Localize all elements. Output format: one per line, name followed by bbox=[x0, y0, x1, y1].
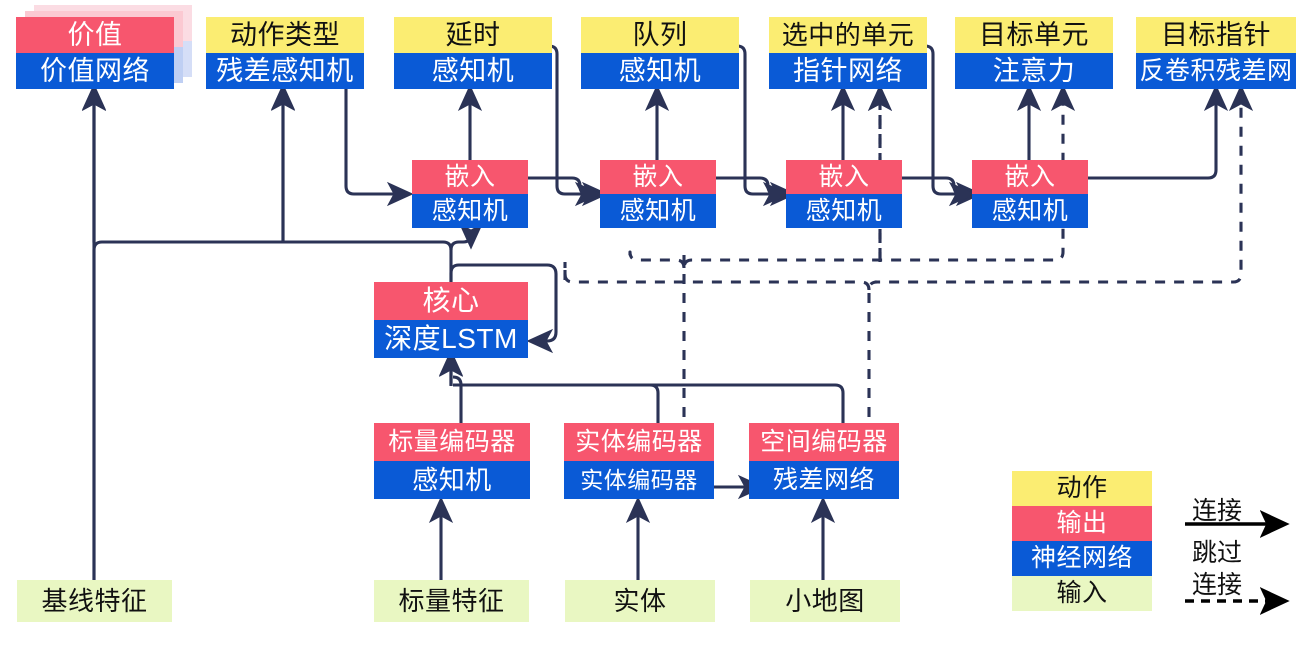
input-node-scalar-features[interactable]: 标量特征 bbox=[374, 580, 529, 622]
head-action-label: 动作类型 bbox=[206, 17, 364, 53]
head-action-label: 选中的单元 bbox=[769, 17, 927, 53]
embed-network-label: 感知机 bbox=[412, 194, 528, 228]
input-label: 小地图 bbox=[750, 580, 900, 622]
legend-swatch-action: 动作 bbox=[1012, 471, 1152, 506]
head-action-label: 目标单元 bbox=[955, 17, 1113, 53]
encoder-network-label: 实体编码器 bbox=[564, 461, 714, 499]
head-node-selected-units[interactable]: 选中的单元 指针网络 bbox=[769, 17, 927, 89]
embed-node-3[interactable]: 嵌入 感知机 bbox=[786, 160, 902, 228]
encoder-network-label: 残差网络 bbox=[749, 461, 899, 499]
encoder-node-scalar[interactable]: 标量编码器 感知机 bbox=[374, 423, 530, 499]
legend-label-skip-line2: 连接 bbox=[1192, 571, 1243, 599]
input-node-entities[interactable]: 实体 bbox=[565, 580, 715, 622]
head-node-delay[interactable]: 延时 感知机 bbox=[394, 17, 552, 89]
encoder-output-label: 标量编码器 bbox=[374, 423, 530, 461]
head-node-action-type[interactable]: 动作类型 残差感知机 bbox=[206, 17, 364, 89]
embed-node-1[interactable]: 嵌入 感知机 bbox=[412, 160, 528, 228]
embed-output-label: 嵌入 bbox=[600, 160, 716, 194]
input-node-minimap[interactable]: 小地图 bbox=[750, 580, 900, 622]
head-network-label: 感知机 bbox=[394, 53, 552, 89]
head-action-label: 价值 bbox=[16, 17, 174, 53]
head-action-label: 延时 bbox=[394, 17, 552, 53]
core-network-label: 深度LSTM bbox=[374, 320, 528, 358]
embed-output-label: 嵌入 bbox=[412, 160, 528, 194]
encoder-network-label: 感知机 bbox=[374, 461, 530, 499]
encoder-node-entity[interactable]: 实体编码器 实体编码器 bbox=[564, 423, 714, 499]
legend-swatch-input: 输入 bbox=[1012, 576, 1152, 611]
legend-swatch-neural-network: 神经网络 bbox=[1012, 541, 1152, 576]
embed-node-4[interactable]: 嵌入 感知机 bbox=[972, 160, 1088, 228]
input-label: 基线特征 bbox=[17, 580, 172, 622]
core-node[interactable]: 核心 深度LSTM bbox=[374, 282, 528, 358]
encoder-node-spatial[interactable]: 空间编码器 残差网络 bbox=[749, 423, 899, 499]
input-label: 标量特征 bbox=[374, 580, 529, 622]
head-network-label: 价值网络 bbox=[16, 53, 174, 89]
embed-output-label: 嵌入 bbox=[972, 160, 1088, 194]
input-label: 实体 bbox=[565, 580, 715, 622]
core-output-label: 核心 bbox=[374, 282, 528, 320]
head-node-target-unit[interactable]: 目标单元 注意力 bbox=[955, 17, 1113, 89]
embed-network-label: 感知机 bbox=[972, 194, 1088, 228]
encoder-output-label: 空间编码器 bbox=[749, 423, 899, 461]
head-network-label: 感知机 bbox=[581, 53, 739, 89]
legend-label-connection: 连接 bbox=[1192, 497, 1243, 525]
head-network-label: 注意力 bbox=[955, 53, 1113, 89]
head-node-value[interactable]: 价值 价值网络 bbox=[16, 17, 174, 89]
head-node-queued[interactable]: 队列 感知机 bbox=[581, 17, 739, 89]
encoder-output-label: 实体编码器 bbox=[564, 423, 714, 461]
head-network-label: 指针网络 bbox=[769, 53, 927, 89]
legend-swatch-stack: 动作 输出 神经网络 输入 bbox=[1012, 471, 1152, 611]
head-action-label: 目标指针 bbox=[1136, 17, 1296, 53]
head-network-label: 反卷积残差网 bbox=[1136, 53, 1296, 89]
head-network-label: 残差感知机 bbox=[206, 53, 364, 89]
embed-network-label: 感知机 bbox=[600, 194, 716, 228]
embed-output-label: 嵌入 bbox=[786, 160, 902, 194]
legend-label-skip-line1: 跳过 bbox=[1192, 539, 1243, 567]
head-action-label: 队列 bbox=[581, 17, 739, 53]
embed-network-label: 感知机 bbox=[786, 194, 902, 228]
head-node-target-point[interactable]: 目标指针 反卷积残差网 bbox=[1136, 17, 1296, 89]
legend-swatch-output: 输出 bbox=[1012, 506, 1152, 541]
input-node-baseline-features[interactable]: 基线特征 bbox=[17, 580, 172, 622]
embed-node-2[interactable]: 嵌入 感知机 bbox=[600, 160, 716, 228]
